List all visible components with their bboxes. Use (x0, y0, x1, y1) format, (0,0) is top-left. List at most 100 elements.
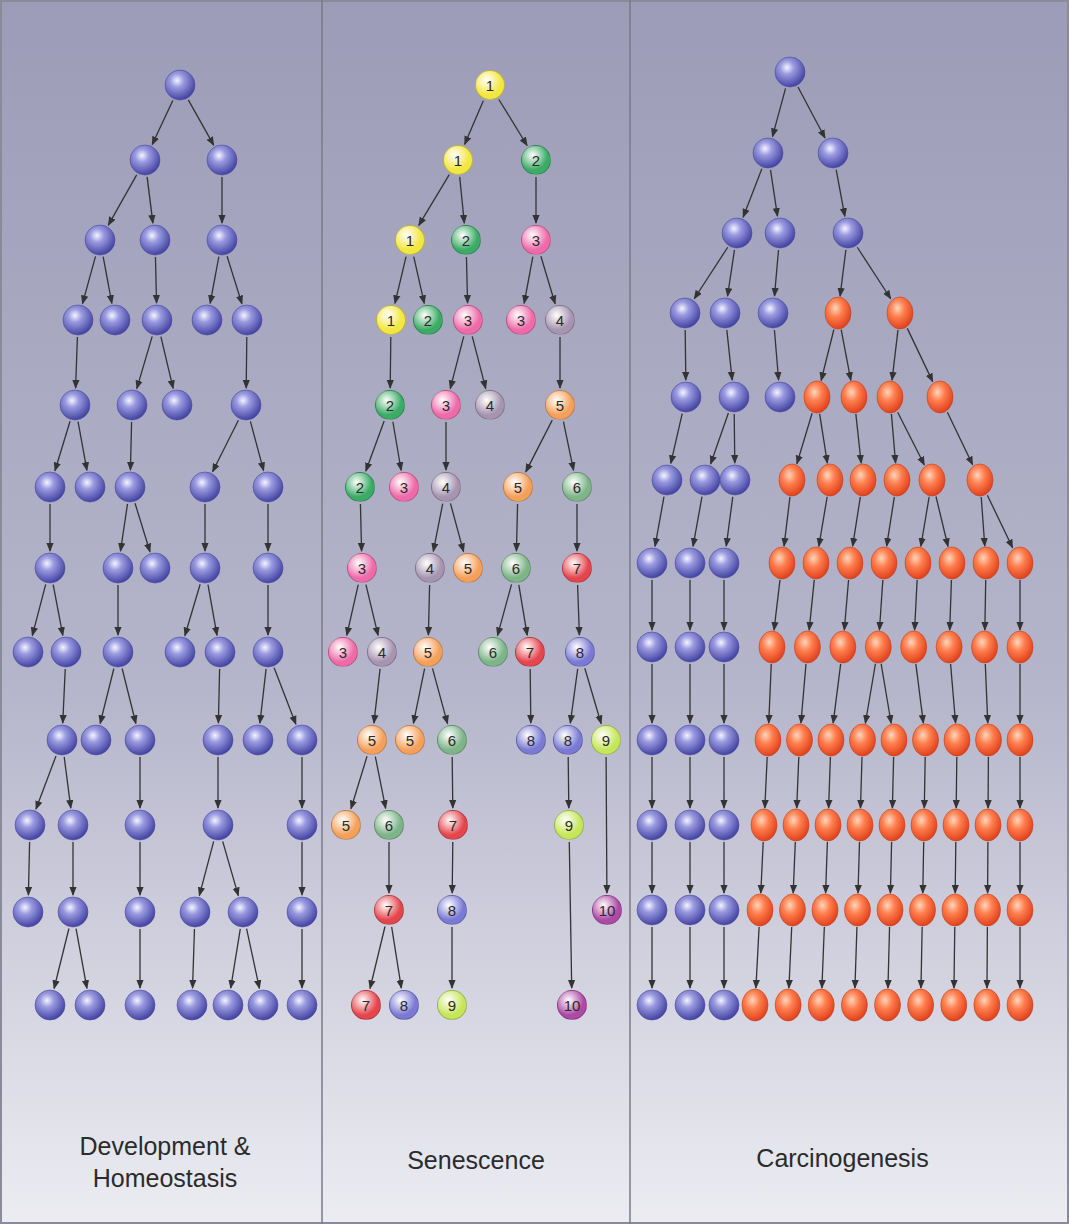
normal-cell (720, 465, 750, 495)
cancer-cell (881, 724, 907, 756)
generation-number: 7 (526, 645, 534, 660)
cell-circle: 2 (521, 145, 551, 175)
lineage-arrow (723, 842, 724, 893)
lineage-arrow (727, 330, 732, 380)
normal-cell (637, 725, 667, 755)
lineage-arrow (465, 101, 484, 145)
lineage-arrow (922, 842, 924, 893)
lineage-arrow (260, 669, 266, 723)
lineage-arrow (395, 257, 406, 304)
panel-title: Development & Homeostasis (15, 1130, 315, 1194)
normal-cell (140, 225, 170, 255)
lineage-arrow (432, 668, 447, 723)
lineage-arrow (892, 330, 898, 380)
generation-number: 4 (486, 398, 494, 413)
lineage-arrow (267, 585, 268, 635)
panel-divider (629, 0, 631, 1224)
lineage-arrow (569, 842, 571, 988)
normal-cell (35, 472, 65, 502)
normal-cell (228, 897, 258, 927)
generation-number: 1 (486, 78, 494, 93)
normal-cell (287, 990, 317, 1020)
lineage-arrow (53, 585, 63, 636)
normal-cell (47, 725, 77, 755)
generation-number: 3 (339, 645, 347, 660)
lineage-arrow (826, 842, 828, 893)
generation-number: 2 (462, 233, 470, 248)
lineage-arrow (204, 504, 205, 551)
normal-cell (675, 810, 705, 840)
normal-cell (177, 990, 207, 1020)
normal-cell (637, 632, 667, 662)
lineage-arrow (450, 503, 463, 551)
normal-cell (192, 305, 222, 335)
normal-cell (765, 382, 795, 412)
cell-circle: 2 (345, 472, 375, 502)
cancer-cell (944, 724, 970, 756)
generation-number: 1 (387, 313, 395, 328)
cancer-cell (976, 724, 1002, 756)
generation-number: 8 (576, 645, 584, 660)
lineage-arrow (452, 842, 454, 893)
lineage-arrow (685, 330, 687, 380)
lineage-arrow (898, 412, 925, 465)
normal-cell (13, 637, 43, 667)
normal-cell (652, 465, 682, 495)
normal-cell (675, 632, 705, 662)
lineage-arrow (185, 584, 200, 635)
lineage-arrow (651, 580, 652, 630)
lineage-arrow (218, 669, 219, 723)
generation-number: 5 (464, 561, 472, 576)
cancer-cell (841, 989, 867, 1021)
lineage-arrow (689, 664, 690, 723)
lineage-arrow (563, 422, 573, 471)
cancer-cell (913, 724, 939, 756)
lineage-arrow (208, 585, 217, 636)
normal-cell (637, 990, 667, 1020)
lineage-arrow (841, 330, 851, 381)
normal-cell (637, 548, 667, 578)
normal-cell (75, 472, 105, 502)
lineage-arrow (188, 100, 213, 145)
normal-cell (709, 548, 739, 578)
lineage-arrow (711, 413, 729, 464)
cancer-cell (877, 894, 903, 926)
cancer-cell (936, 631, 962, 663)
lineage-arrow (36, 756, 56, 809)
lineage-arrow (541, 256, 555, 303)
generation-number: 3 (517, 313, 525, 328)
cancer-cell (1007, 989, 1033, 1021)
cancer-cell (1007, 894, 1033, 926)
lineage-arrow (250, 421, 263, 470)
cell-circle: 3 (453, 305, 483, 335)
lineage-arrow (728, 250, 735, 296)
cancer-cell (837, 547, 863, 579)
lineage-arrow (466, 257, 467, 303)
generation-number: 7 (362, 998, 370, 1013)
lineage-arrow (374, 669, 380, 723)
normal-cell (709, 895, 739, 925)
lineage-arrow (433, 504, 442, 552)
normal-cell (207, 145, 237, 175)
normal-cell (58, 810, 88, 840)
cancer-cell (943, 809, 969, 841)
normal-cell (35, 990, 65, 1020)
generation-number: 4 (556, 313, 564, 328)
lineage-arrow (135, 503, 150, 552)
generation-number: 6 (512, 561, 520, 576)
cell-circle: 10 (557, 990, 587, 1020)
cell-circle: 2 (413, 305, 443, 335)
cell-circle: 9 (437, 990, 467, 1020)
cancer-cell (871, 547, 897, 579)
lineage-arrow (651, 757, 652, 808)
lineage-arrow (793, 842, 795, 893)
lineage-arrow (774, 330, 778, 380)
cell-circle: 1 (395, 225, 425, 255)
cancer-cell (865, 631, 891, 663)
lineage-arrow (671, 414, 682, 464)
lineage-arrow (49, 504, 50, 551)
cancer-cell (769, 547, 795, 579)
generation-number: 2 (386, 398, 394, 413)
